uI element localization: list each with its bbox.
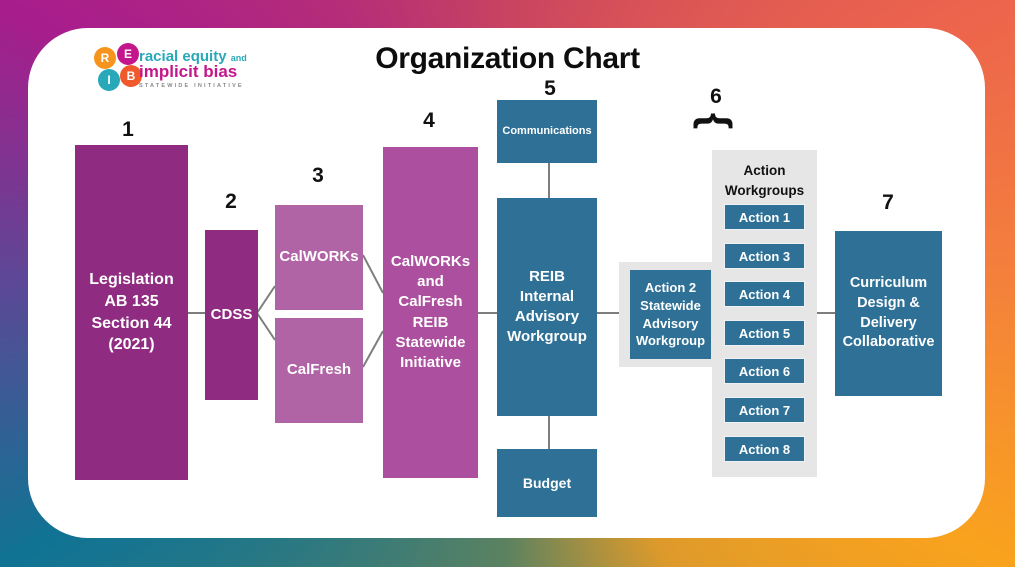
connector-calworks-initiative	[362, 254, 384, 294]
node-curriculum: Curriculum Design & Delivery Collaborati…	[835, 231, 942, 396]
node-calfresh: CalFresh	[275, 318, 363, 423]
label-number-6: 6	[710, 85, 722, 108]
node-budget: Budget	[497, 449, 597, 517]
node-calworks: CalWORKs	[275, 205, 363, 310]
node-initiative: CalWORKs and CalFresh REIB Statewide Ini…	[383, 147, 478, 478]
node-communications: Communications	[497, 100, 597, 163]
action-workgroups-header: Action Workgroups	[724, 163, 805, 198]
logo-line1-suffix: and	[230, 53, 247, 63]
logo-circle-e: E	[117, 43, 139, 65]
node-action-1: Action 1	[724, 204, 805, 230]
logo-line2: implicit bias	[139, 62, 238, 81]
label-number-2: 2	[225, 190, 237, 213]
action2-panel: Action 2 Statewide Advisory Workgroup	[619, 262, 712, 367]
page-title: Organization Chart	[375, 42, 640, 75]
label-number-5: 5	[544, 77, 556, 100]
node-cdss: CDSS	[205, 230, 258, 400]
connector-calfresh-initiative	[362, 330, 384, 368]
reib-logo: R E I B racial equity and implicit bias …	[88, 40, 247, 96]
label-number-3: 3	[312, 164, 324, 187]
logo-text: racial equity and implicit bias STATEWID…	[139, 49, 247, 90]
node-reib-internal-advisory: REIB Internal Advisory Workgroup	[497, 198, 597, 416]
node-action-7: Action 7	[724, 397, 805, 423]
node-action-5: Action 5	[724, 320, 805, 346]
logo-line1: racial equity	[139, 48, 227, 65]
action-workgroups-panel: Action Workgroups Action 1 Action 3 Acti…	[712, 150, 817, 477]
node-action2: Action 2 Statewide Advisory Workgroup	[630, 270, 711, 359]
node-action-6: Action 6	[724, 358, 805, 384]
connector-cdss-calworks	[256, 285, 276, 314]
node-action-4: Action 4	[724, 281, 805, 307]
logo-circle-b: B	[120, 65, 142, 87]
logo-tagline: STATEWIDE INITIATIVE	[139, 83, 244, 89]
label-number-4: 4	[423, 109, 435, 132]
node-action-3: Action 3	[724, 243, 805, 269]
label-number-1: 1	[122, 118, 134, 141]
logo-circle-i: I	[98, 69, 120, 91]
brace-icon: {	[692, 112, 740, 130]
node-action-8: Action 8	[724, 436, 805, 462]
label-number-7: 7	[882, 191, 894, 214]
connector-cdss-calfresh	[256, 312, 276, 341]
node-legislation: Legislation AB 135 Section 44 (2021)	[75, 145, 188, 480]
logo-circle-r: R	[94, 47, 116, 69]
